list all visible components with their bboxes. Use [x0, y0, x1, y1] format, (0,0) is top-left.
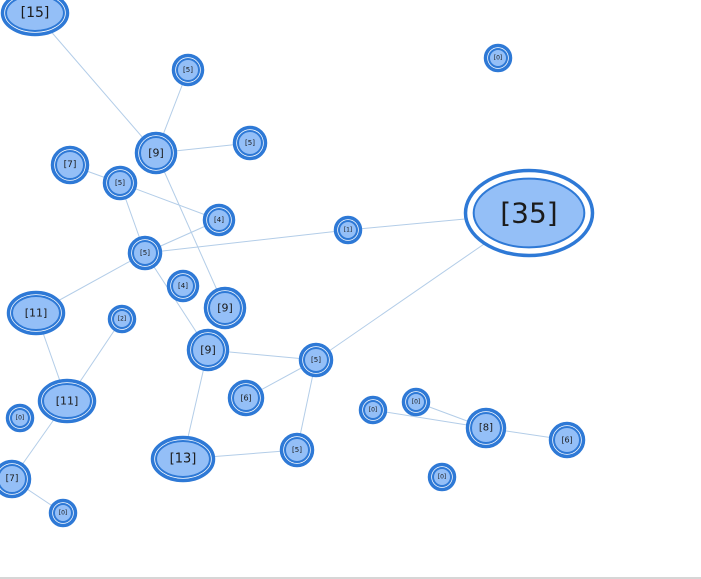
graph-node[interactable]: [0]: [48, 498, 78, 528]
graph-node[interactable]: [0]: [5, 403, 35, 433]
node-inner-fill: [171, 274, 195, 298]
graph-node[interactable]: [0]: [427, 462, 457, 492]
node-layer: [15] [5] [0] [9] [5] [7] [5] [35] [4] [5] [1] [11] […: [0, 0, 595, 528]
node-inner-fill: [139, 136, 173, 170]
node-label: [4]: [178, 282, 188, 290]
graph-node[interactable]: [13]: [150, 435, 216, 483]
graph-edge: [155, 152, 226, 309]
node-label: [0]: [369, 407, 378, 414]
node-inner-fill: [432, 467, 452, 487]
node-inner-fill: [553, 426, 581, 454]
graph-node[interactable]: [1]: [333, 215, 363, 245]
node-label: [5]: [292, 446, 302, 454]
node-label: [5]: [115, 179, 125, 187]
graph-node[interactable]: [7]: [50, 145, 90, 185]
node-label: [7]: [64, 160, 77, 170]
graph-node[interactable]: [11]: [37, 378, 97, 424]
node-label: [5]: [245, 139, 255, 147]
node-inner-fill: [338, 220, 358, 240]
node-inner-fill: [10, 408, 30, 428]
node-inner-fill: [42, 383, 92, 419]
node-label: [9]: [200, 344, 216, 357]
graph-node[interactable]: [5]: [232, 125, 268, 161]
node-inner-fill: [5, 0, 65, 32]
node-label: [2]: [118, 316, 127, 323]
node-inner-fill: [55, 150, 85, 180]
node-inner-fill: [132, 240, 158, 266]
graph-node[interactable]: [8]: [465, 407, 507, 449]
node-label: [0]: [438, 474, 447, 481]
node-inner-fill: [53, 503, 73, 523]
node-inner-fill: [208, 291, 242, 325]
graph-edge: [119, 182, 220, 221]
graph-node[interactable]: [2]: [107, 304, 137, 334]
node-label: [6]: [240, 394, 251, 403]
graph-node[interactable]: [7]: [0, 459, 32, 499]
graph-node[interactable]: [6]: [548, 421, 586, 459]
graph-node[interactable]: [5]: [298, 342, 334, 378]
node-label: [0]: [494, 55, 503, 62]
graph-node[interactable]: [5]: [171, 53, 205, 87]
node-inner-fill: [191, 333, 225, 367]
graph-node[interactable]: [6]: [227, 379, 265, 417]
graph-edge: [34, 12, 157, 154]
node-label: [4]: [214, 216, 224, 224]
graph-node[interactable]: [35]: [463, 168, 595, 258]
graph-edge: [144, 229, 349, 254]
graph-node[interactable]: [5]: [127, 235, 163, 271]
node-label: [0]: [16, 415, 25, 422]
node-label: [5]: [140, 249, 150, 257]
node-label: [11]: [56, 395, 79, 408]
node-inner-fill: [232, 384, 260, 412]
graph-node[interactable]: [0]: [401, 387, 431, 417]
graph-node[interactable]: [0]: [483, 43, 513, 73]
graph-node[interactable]: [9]: [186, 328, 230, 372]
node-inner-fill: [237, 130, 263, 156]
node-inner-fill: [284, 437, 310, 463]
node-label: [6]: [561, 436, 572, 445]
node-inner-fill: [155, 440, 211, 478]
graph-node[interactable]: [4]: [166, 269, 200, 303]
node-inner-fill: [406, 392, 426, 412]
node-inner-fill: [107, 170, 133, 196]
graph-node[interactable]: [9]: [134, 131, 178, 175]
graph-node[interactable]: [9]: [203, 286, 247, 330]
node-label: [8]: [479, 423, 493, 434]
node-label: [15]: [21, 5, 50, 21]
node-label: [5]: [183, 66, 193, 74]
node-label: [0]: [59, 510, 68, 517]
graph-node[interactable]: [5]: [279, 432, 315, 468]
graph-node[interactable]: [4]: [202, 203, 236, 237]
node-inner-fill: [11, 295, 61, 331]
node-inner-fill: [488, 48, 508, 68]
graph-node[interactable]: [5]: [102, 165, 138, 201]
graph-node[interactable]: [15]: [0, 0, 70, 37]
node-inner-fill: [207, 208, 231, 232]
node-label: [0]: [412, 399, 421, 406]
bottom-divider: [0, 577, 701, 579]
node-label: [9]: [148, 147, 164, 160]
node-inner-fill: [472, 177, 586, 249]
node-label: [11]: [25, 307, 48, 320]
graph-node[interactable]: [0]: [358, 395, 388, 425]
node-inner-fill: [0, 464, 27, 494]
node-label: [1]: [344, 227, 353, 234]
node-label: [5]: [311, 356, 321, 364]
node-inner-fill: [470, 412, 502, 444]
node-inner-fill: [303, 347, 329, 373]
node-inner-fill: [112, 309, 132, 329]
node-inner-fill: [176, 58, 200, 82]
node-label: [13]: [170, 452, 197, 467]
node-label: [7]: [6, 474, 19, 484]
node-inner-fill: [363, 400, 383, 420]
graph-node[interactable]: [11]: [6, 290, 66, 336]
node-label: [35]: [500, 197, 557, 230]
node-label: [9]: [217, 302, 233, 315]
